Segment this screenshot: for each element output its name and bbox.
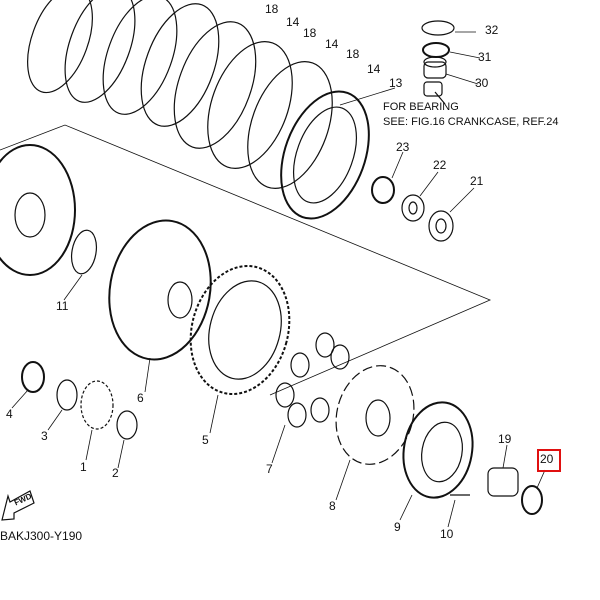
bearing-note-line1: FOR BEARING xyxy=(383,101,459,113)
callout-2[interactable]: 2 xyxy=(112,466,119,480)
callout-14[interactable]: 14 xyxy=(286,15,300,29)
callout-4[interactable]: 4 xyxy=(6,407,13,421)
bearing-note-line2: SEE: FIG.16 CRANKCASE, REF.24 xyxy=(383,116,559,128)
callout-20-highlighted[interactable]: 20 xyxy=(540,452,554,466)
callout-8[interactable]: 8 xyxy=(329,499,336,513)
callout-14[interactable]: 14 xyxy=(367,62,381,76)
callout-23[interactable]: 23 xyxy=(396,140,410,154)
callout-1[interactable]: 1 xyxy=(80,460,87,474)
callout-6[interactable]: 6 xyxy=(137,391,144,405)
diagram-id: BAKJ300-Y190 xyxy=(0,529,83,543)
callout-31[interactable]: 31 xyxy=(478,50,492,64)
highlight-box xyxy=(537,449,561,472)
callout-7[interactable]: 7 xyxy=(266,462,273,476)
callout-32[interactable]: 32 xyxy=(485,23,499,37)
fwd-arrow-icon xyxy=(1,490,35,521)
callout-19[interactable]: 19 xyxy=(498,432,512,446)
callout-13[interactable]: 13 xyxy=(389,76,403,90)
callout-18[interactable]: 18 xyxy=(346,47,360,61)
callout-3[interactable]: 3 xyxy=(41,429,48,443)
callout-22[interactable]: 22 xyxy=(433,158,447,172)
clutch-plates xyxy=(27,0,370,220)
callout-18[interactable]: 18 xyxy=(265,2,279,16)
callout-30[interactable]: 30 xyxy=(475,76,489,90)
callout-10[interactable]: 10 xyxy=(440,527,454,541)
callout-11[interactable]: 11 xyxy=(56,299,69,313)
callout-18[interactable]: 18 xyxy=(303,26,317,40)
callout-21[interactable]: 21 xyxy=(470,174,484,188)
callout-5[interactable]: 5 xyxy=(202,433,209,447)
callout-9[interactable]: 9 xyxy=(394,520,401,534)
callout-14[interactable]: 14 xyxy=(325,37,339,51)
